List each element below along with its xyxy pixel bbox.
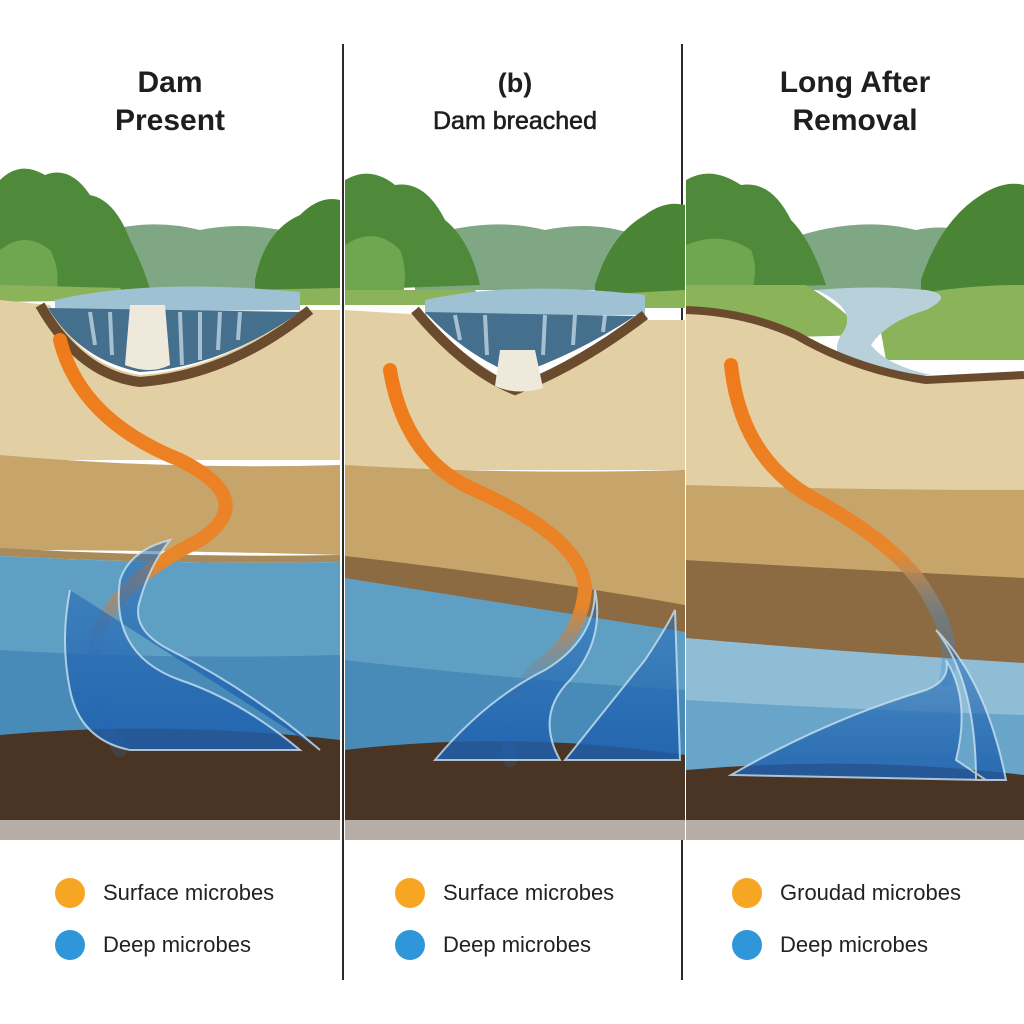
panel-long-after-removal: Long After Removal — [686, 0, 1024, 1024]
waterfall — [495, 350, 543, 392]
sediment-layer — [0, 455, 340, 555]
blue-circle-icon — [55, 930, 85, 960]
orange-circle-icon — [55, 878, 85, 908]
clay-band — [686, 560, 1024, 665]
forest-left-bush — [345, 236, 405, 305]
panel-title-line-2: Dam breached — [433, 107, 598, 136]
waterfall-lines — [88, 311, 242, 366]
legend-label: Deep microbes — [443, 932, 591, 957]
dam-rim — [35, 302, 314, 388]
panel-dam-breached: (b) Dam breached — [345, 0, 685, 1024]
legend-item-deep: Deep microbes — [732, 930, 928, 960]
reservoir — [55, 286, 300, 312]
deep-microbe-flow — [727, 629, 1008, 782]
dam-breach — [425, 312, 635, 375]
deep-microbe-flow — [64, 538, 321, 751]
sediment-layer — [345, 465, 685, 610]
orange-circle-icon — [732, 878, 762, 908]
legend-item-deep: Deep microbes — [55, 930, 251, 960]
clay-band — [345, 556, 685, 635]
bedrock-layer — [0, 728, 340, 840]
forest-left-bush — [0, 240, 58, 300]
legend-label: Surface microbes — [103, 880, 275, 905]
ground-fade — [0, 820, 340, 840]
topsoil-layer — [686, 310, 1024, 490]
legend-label: Groudad microbes — [780, 880, 961, 905]
panel-title: (b) Dam breached — [345, 64, 685, 140]
reservoir — [425, 288, 645, 315]
cross-section-illustration — [345, 173, 685, 840]
legend-label: Deep microbes — [780, 932, 928, 957]
panel-dam-present: Dam Present — [0, 0, 340, 1024]
bank-rim — [686, 306, 1024, 385]
forest-right — [255, 199, 340, 300]
orange-circle-icon — [395, 878, 425, 908]
panel-title-line-1: Long After — [779, 66, 931, 99]
legend-item-surface: Surface microbes — [395, 878, 614, 908]
forest-right — [921, 183, 1024, 295]
panel-title: Long After Removal — [686, 64, 1024, 140]
panel-title-line-2: Removal — [792, 104, 918, 137]
blue-circle-icon — [395, 930, 425, 960]
legend-item-surface: Groudad microbes — [732, 878, 961, 908]
waterfall-lines — [453, 314, 607, 356]
legend-item-surface: Surface microbes — [55, 878, 274, 908]
panel-title-line-1: (b) — [497, 68, 533, 98]
ground-fade — [345, 820, 685, 840]
legend-item-deep: Deep microbes — [395, 930, 591, 960]
bedrock-layer — [345, 741, 685, 840]
blue-circle-icon — [732, 930, 762, 960]
cross-section-illustration — [686, 173, 1024, 840]
panel-title-line-2: Present — [114, 104, 226, 137]
panel-divider-1 — [342, 44, 344, 980]
deep-microbe-flow — [432, 589, 682, 761]
ground-fade — [686, 820, 1024, 840]
panel-title: Dam Present — [0, 64, 340, 140]
legend-label: Surface microbes — [443, 880, 615, 905]
panel-title-line-1: Dam — [137, 66, 203, 99]
sediment-layer — [686, 485, 1024, 580]
waterfall — [125, 305, 170, 370]
legend-label: Deep microbes — [103, 932, 251, 957]
forest-right — [595, 203, 685, 305]
surface-microbe-path — [724, 358, 956, 687]
cross-section-illustration — [0, 168, 340, 840]
